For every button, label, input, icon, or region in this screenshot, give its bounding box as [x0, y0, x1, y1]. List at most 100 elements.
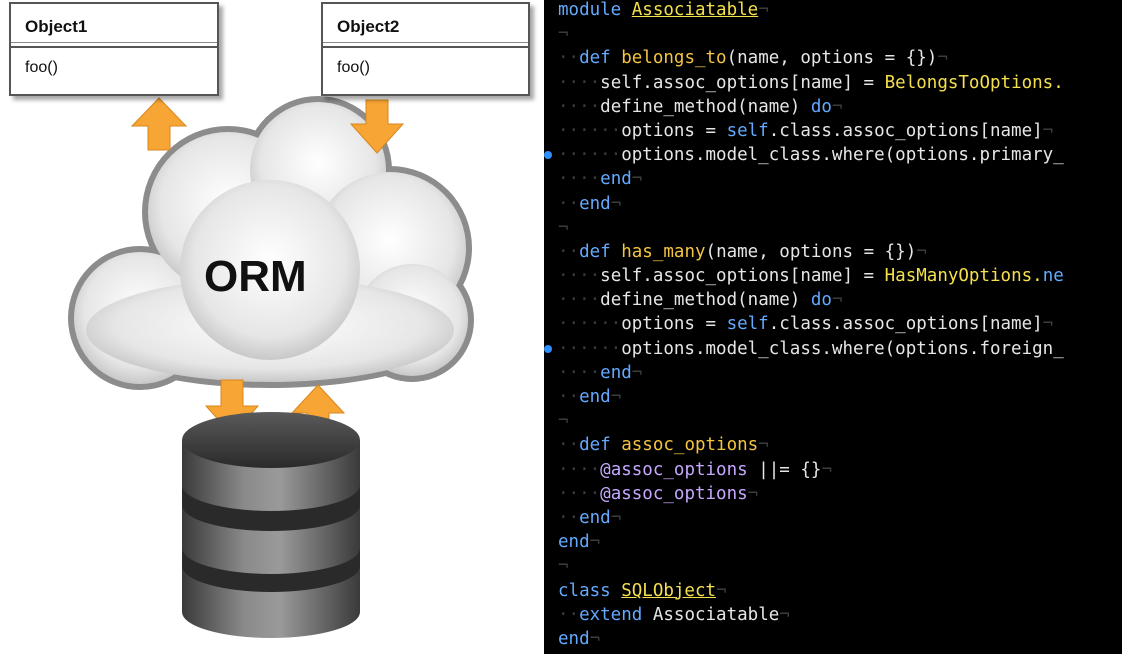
- code-line[interactable]: ······options.model_class.where(options.…: [558, 337, 1064, 361]
- code-line[interactable]: end¬: [558, 627, 1064, 651]
- code-token: module: [558, 0, 632, 20]
- code-token: ····: [558, 459, 601, 480]
- orm-diagram-graphic: [68, 96, 474, 638]
- code-line[interactable]: class SQLObject¬: [558, 579, 1064, 603]
- code-token: ······: [558, 145, 622, 166]
- code-token: ¬: [821, 459, 832, 480]
- code-line[interactable]: ¬: [558, 409, 1064, 433]
- code-token: (name, options = {}): [705, 241, 917, 262]
- code-token: ||= {}: [747, 459, 822, 480]
- code-token: ··: [558, 507, 580, 528]
- code-token: ¬: [831, 290, 843, 311]
- code-line[interactable]: ¬: [558, 22, 1064, 46]
- code-token: ······: [558, 338, 622, 359]
- code-line[interactable]: ··end¬: [558, 385, 1064, 409]
- code-token: self: [726, 120, 769, 141]
- code-token: options.model_class.where(options.foreig…: [621, 338, 1064, 359]
- code-line[interactable]: ····end¬: [558, 167, 1064, 191]
- code-token: ¬: [589, 628, 601, 649]
- code-token: ··: [558, 193, 580, 214]
- code-token: .class.assoc_options[name]: [768, 314, 1043, 335]
- object2-method: foo(): [337, 59, 370, 76]
- code-token: options.model_class.where(options.primar…: [621, 145, 1064, 166]
- code-line[interactable]: ··extend Associatable¬: [558, 603, 1064, 627]
- code-token: end: [600, 362, 632, 383]
- code-text[interactable]: module Associatable¬¬··def belongs_to(na…: [558, 0, 1064, 651]
- code-line[interactable]: ····end¬: [558, 361, 1064, 385]
- code-token: self: [726, 314, 769, 335]
- code-line[interactable]: ····@assoc_options¬: [558, 482, 1064, 506]
- code-token: ····: [558, 96, 601, 117]
- code-token: end: [579, 193, 611, 214]
- code-token: ··: [558, 48, 580, 69]
- code-token: .class.assoc_options[name]: [768, 120, 1043, 141]
- code-line[interactable]: ··def belongs_to(name, options = {})¬: [558, 46, 1064, 70]
- orm-label: ORM: [204, 252, 307, 301]
- code-token: end: [600, 169, 632, 190]
- database-icon: [182, 412, 360, 638]
- code-line[interactable]: ····define_method(name) do¬: [558, 288, 1064, 312]
- code-line[interactable]: end¬: [558, 530, 1064, 554]
- code-token: @assoc_options: [600, 483, 748, 504]
- object2-class-box: Object2 foo(): [321, 2, 530, 96]
- code-token: ¬: [747, 483, 759, 504]
- breakpoint-marker[interactable]: [544, 344, 552, 353]
- code-token: ¬: [779, 604, 790, 625]
- code-token: assoc_options: [621, 435, 759, 456]
- code-line[interactable]: ····self.assoc_options[name] = HasManyOp…: [558, 264, 1064, 288]
- code-token: define_method(name): [600, 290, 811, 311]
- object1-name: Object1: [25, 17, 88, 36]
- up-arrow-icon: [130, 97, 188, 151]
- code-token: ····: [558, 483, 601, 504]
- code-token: HasManyOptions.: [884, 266, 1043, 287]
- code-editor[interactable]: module Associatable¬¬··def belongs_to(na…: [544, 0, 1122, 654]
- code-token: ¬: [610, 387, 622, 407]
- orm-diagram: ORM Object1 foo() Object2 foo(): [0, 0, 544, 654]
- code-token: extend: [579, 604, 653, 625]
- code-line[interactable]: ··end¬: [558, 192, 1064, 216]
- code-line[interactable]: ··def has_many(name, options = {})¬: [558, 240, 1064, 264]
- object1-method: foo(): [25, 59, 58, 76]
- code-line[interactable]: ··end¬: [558, 506, 1064, 530]
- code-token: ¬: [589, 532, 601, 553]
- code-token: options =: [621, 314, 727, 335]
- breakpoint-marker[interactable]: [544, 151, 552, 160]
- code-token: SQLObject: [621, 580, 717, 601]
- code-token: ····: [558, 266, 601, 287]
- code-line[interactable]: module Associatable¬: [558, 0, 1064, 22]
- code-token: options =: [621, 120, 727, 141]
- code-token: class: [558, 580, 622, 601]
- code-line[interactable]: ······options = self.class.assoc_options…: [558, 119, 1064, 143]
- code-line[interactable]: ······options.model_class.where(options.…: [558, 143, 1064, 167]
- code-token: def: [579, 435, 622, 456]
- code-line[interactable]: ··def assoc_options¬: [558, 433, 1064, 457]
- code-token: ¬: [1042, 314, 1054, 335]
- code-token: ····: [558, 72, 601, 93]
- code-token: def: [579, 241, 622, 262]
- object1-class-box: Object1 foo(): [9, 2, 219, 96]
- code-line[interactable]: ¬: [558, 216, 1064, 240]
- code-line[interactable]: ¬: [558, 554, 1064, 578]
- code-token: ¬: [758, 435, 769, 456]
- code-token: end: [579, 507, 611, 528]
- code-token: ¬: [558, 24, 569, 45]
- code-token: ¬: [831, 96, 843, 117]
- code-token: ··: [558, 604, 580, 625]
- code-token: ··: [558, 387, 580, 407]
- code-line[interactable]: ····@assoc_options ||= {}¬: [558, 458, 1064, 482]
- code-token: ······: [558, 314, 622, 335]
- code-token: ····: [558, 169, 601, 190]
- code-token: ¬: [916, 241, 927, 262]
- code-token: ne: [1042, 266, 1064, 287]
- code-line[interactable]: ····define_method(name) do¬: [558, 95, 1064, 119]
- code-token: BelongsToOptions.: [884, 72, 1064, 93]
- orm-cloud: [68, 96, 474, 390]
- code-token: self.assoc_options[name] =: [600, 266, 885, 287]
- code-token: ¬: [1042, 120, 1054, 141]
- code-line[interactable]: ······options = self.class.assoc_options…: [558, 312, 1064, 336]
- code-token: ¬: [631, 169, 643, 190]
- code-token: ¬: [558, 411, 569, 432]
- code-token: ¬: [610, 507, 622, 528]
- code-line[interactable]: ····self.assoc_options[name] = BelongsTo…: [558, 71, 1064, 95]
- code-token: belongs_to: [621, 48, 727, 69]
